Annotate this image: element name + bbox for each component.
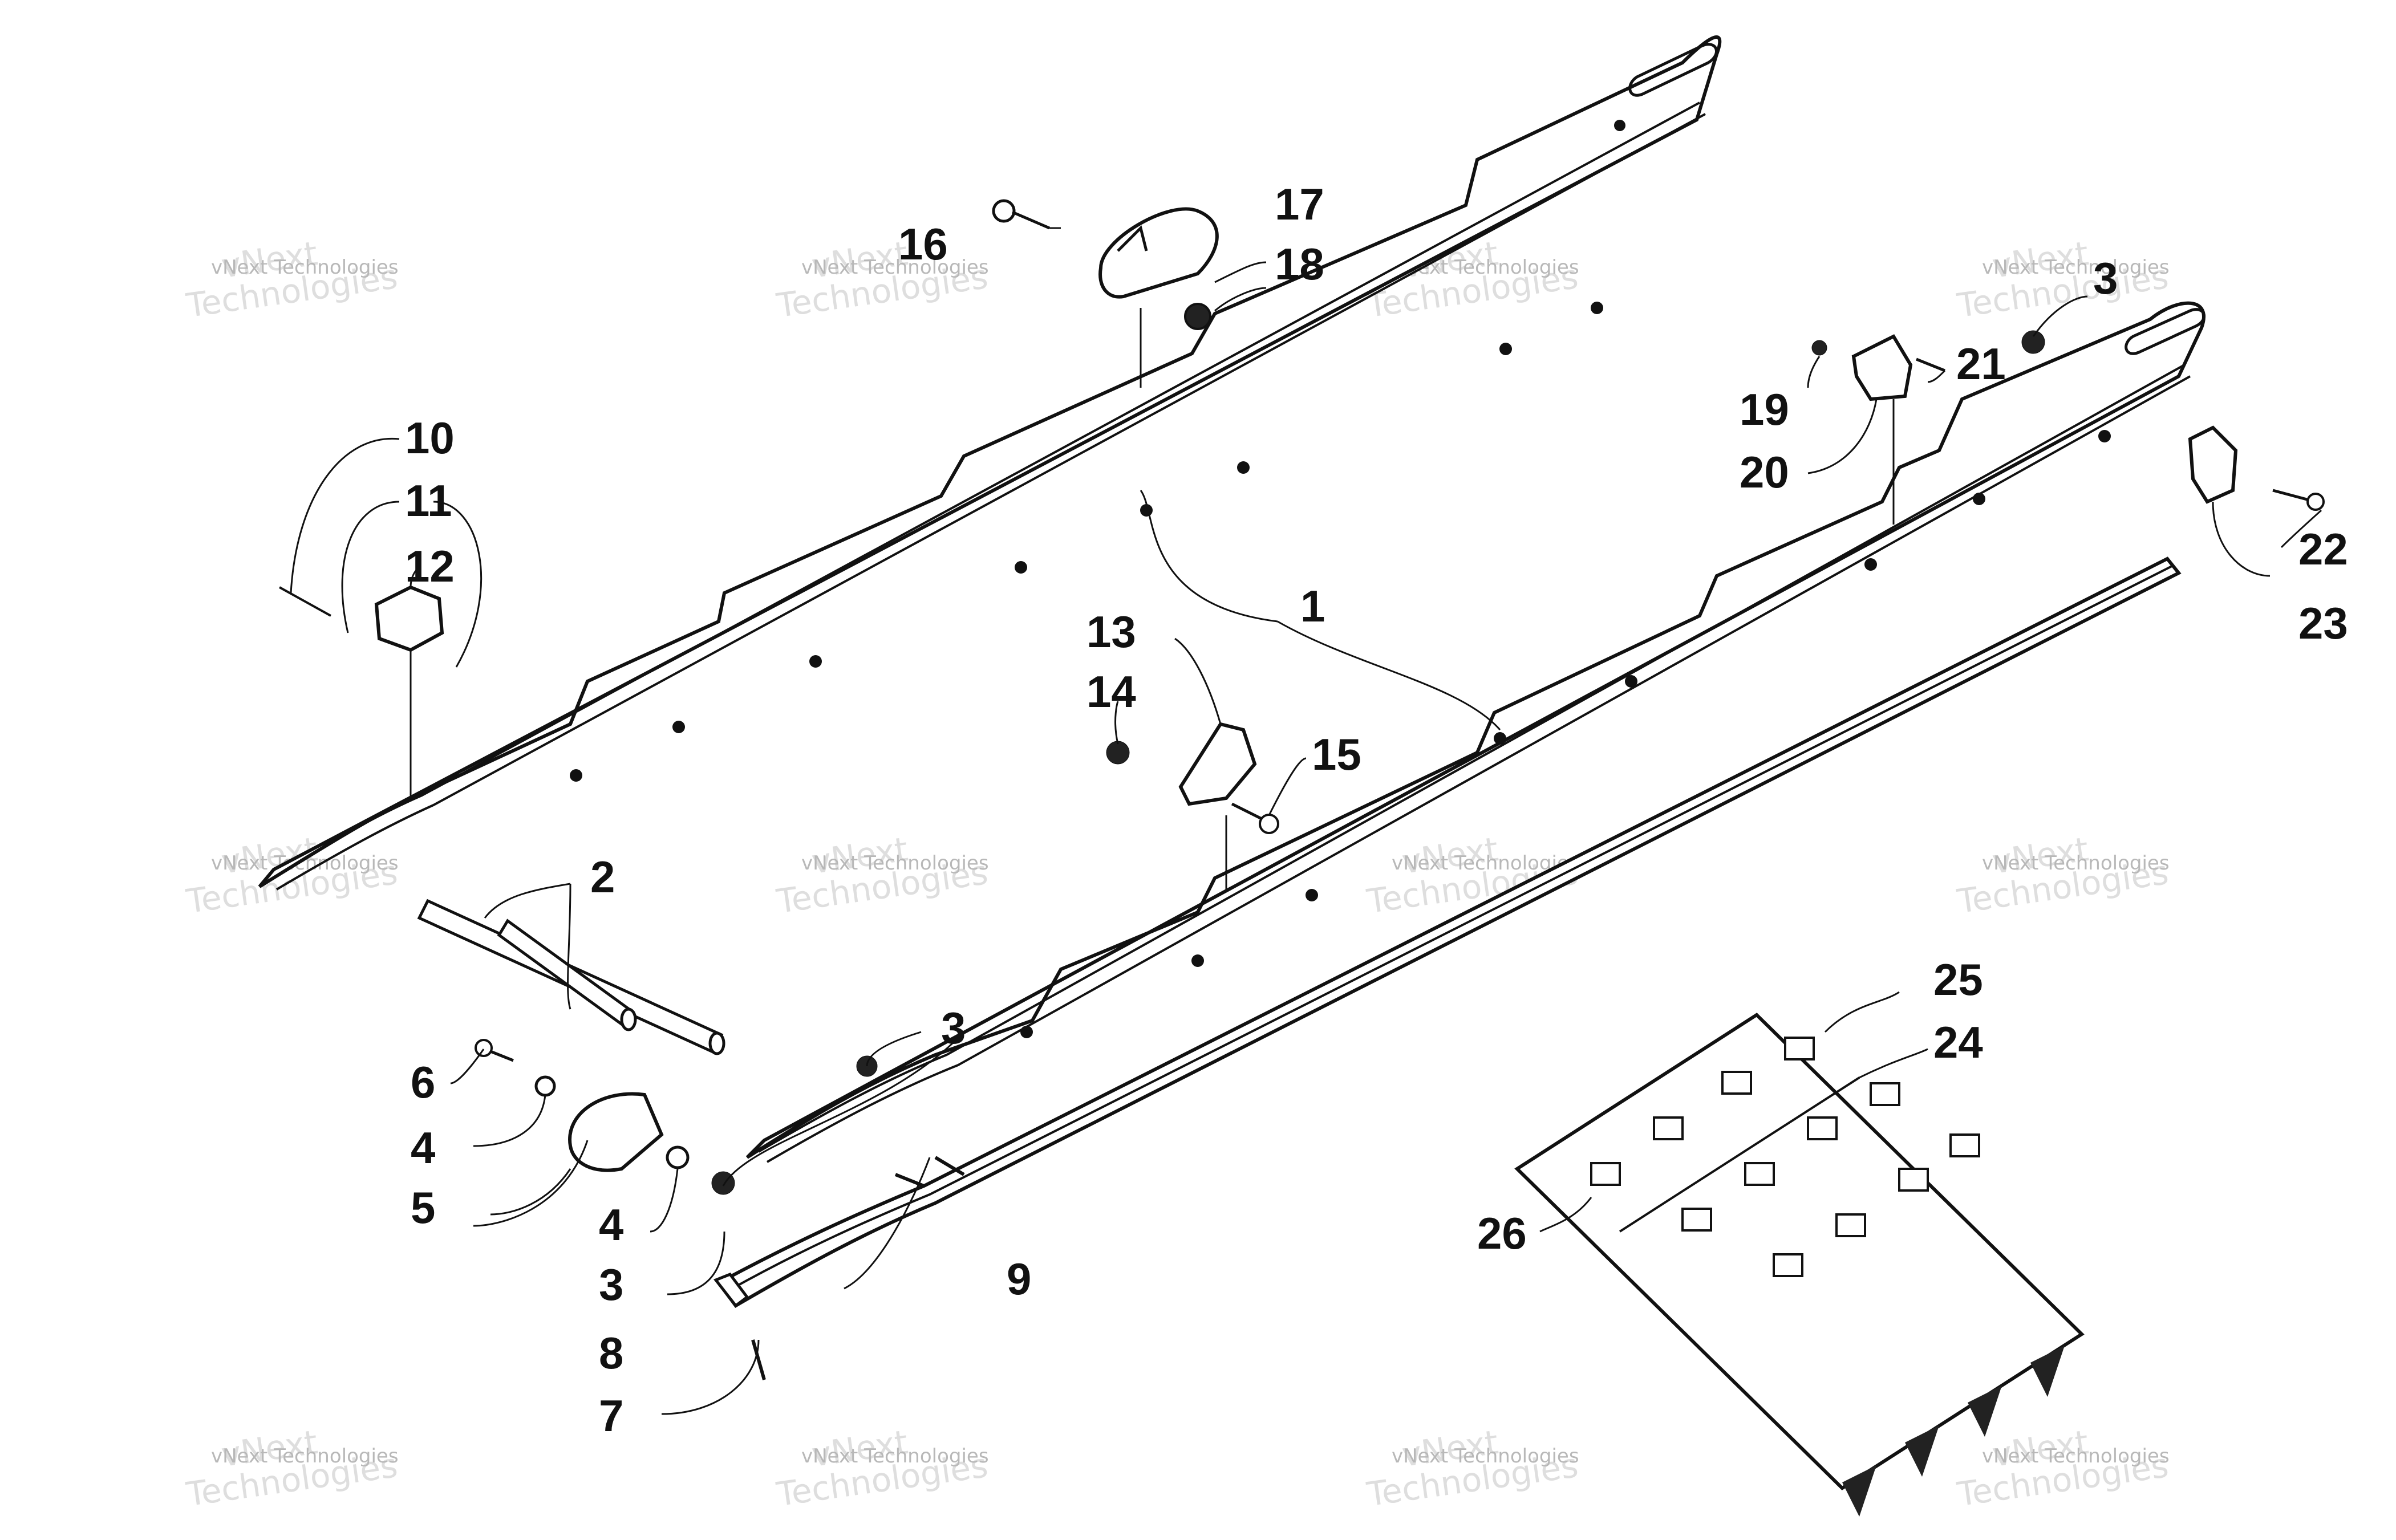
track-lugs: [1590, 1037, 1980, 1277]
bolt-22: [2272, 489, 2325, 511]
callout-15: 15: [1312, 729, 1361, 779]
callout-4: 4: [411, 1123, 435, 1173]
bolt-16: [992, 199, 1050, 230]
callout-3: 3: [599, 1259, 623, 1310]
svg-text:vNext Technologies: vNext Technologies: [1392, 1445, 1579, 1468]
svg-text:vNext Technologies: vNext Technologies: [1982, 1445, 2170, 1468]
svg-text:vNext Technologies: vNext Technologies: [211, 1445, 399, 1468]
rail-holes: [1020, 430, 2111, 1038]
svg-text:vNext Technologies: vNext Technologies: [211, 256, 399, 279]
watermark: Technologies vNext vNext Technologies: [1364, 1423, 1580, 1514]
screw-7: [751, 1339, 766, 1380]
pin-10: [279, 586, 331, 617]
nut-14: [1106, 741, 1130, 765]
callout-19: 19: [1740, 384, 1789, 434]
callout-20: 20: [1740, 447, 1789, 497]
callout-5: 5: [411, 1183, 435, 1233]
bumper-12: [374, 585, 444, 652]
svg-text:vNext Technologies: vNext Technologies: [1982, 852, 2170, 875]
right-rail: [745, 301, 2206, 1163]
left-rail: [258, 35, 1722, 891]
callout-22: 22: [2298, 524, 2348, 574]
nut-19: [1811, 340, 1827, 356]
watermark: Technologies vNext vNext Technologies: [774, 234, 990, 325]
callout-11: 11: [405, 476, 452, 526]
bracket-13: [1178, 722, 1257, 806]
cross-shafts: [417, 899, 725, 1055]
callout-1: 1: [1300, 581, 1325, 631]
watermark: Technologies vNext vNext Technologies: [1955, 1423, 2171, 1514]
callout-7: 7: [599, 1391, 623, 1441]
callout-3: 3: [941, 1003, 966, 1053]
washer-4b: [666, 1145, 690, 1169]
bumper-block-17: [1098, 207, 1219, 299]
watermark: Technologies vNext vNext Technologies: [774, 830, 990, 921]
callout-2: 2: [590, 852, 615, 902]
callout-21: 21: [1956, 339, 2006, 389]
stopper-5: [568, 1092, 664, 1172]
callout-24: 24: [1933, 1017, 1983, 1067]
leader-lines: [290, 227, 2322, 1415]
bolt-6: [475, 1039, 514, 1062]
watermark: Technologies vNext vNext Technologies: [184, 234, 400, 325]
bumper-block-20: [1851, 334, 1913, 401]
svg-text:vNext Technologies: vNext Technologies: [1982, 256, 2170, 279]
washer-3: [2021, 330, 2045, 354]
track-cleats: [1842, 1346, 2065, 1517]
watermark: Technologies vNext vNext Technologies: [184, 1423, 400, 1514]
watermark: Technologies vNext vNext Technologies: [184, 830, 400, 921]
bracket-23: [2188, 425, 2238, 504]
track-belt: [1514, 1013, 2085, 1517]
bolt-21: [1916, 357, 1945, 372]
callout-16: 16: [898, 219, 948, 269]
slide-runner: [713, 556, 2182, 1308]
callout-14: 14: [1086, 667, 1136, 717]
callout-17: 17: [1275, 179, 1324, 229]
washer-4a: [534, 1075, 556, 1097]
svg-text:vNext Technologies: vNext Technologies: [801, 852, 989, 875]
callout-10: 10: [405, 413, 455, 463]
svg-text:vNext Technologies: vNext Technologies: [801, 1445, 989, 1468]
callout-18: 18: [1275, 239, 1324, 289]
watermark: Technologies vNext vNext Technologies: [774, 1423, 990, 1514]
nut-18: [1184, 303, 1211, 330]
bolt-15: [1231, 802, 1279, 834]
callout-12: 12: [405, 541, 455, 591]
callout-3: 3: [2093, 253, 2118, 303]
rail-holes: [570, 120, 1625, 782]
callout-13: 13: [1086, 607, 1136, 657]
callout-26: 26: [1477, 1208, 1527, 1258]
callout-9: 9: [1007, 1254, 1031, 1304]
callout-4: 4: [599, 1200, 623, 1250]
callout-6: 6: [411, 1057, 435, 1107]
watermark: Technologies vNext vNext Technologies: [1955, 234, 2171, 325]
svg-text:vNext Technologies: vNext Technologies: [801, 256, 989, 279]
callout-23: 23: [2298, 598, 2348, 648]
callout-8: 8: [599, 1328, 623, 1378]
watermark: Technologies vNext vNext Technologies: [1955, 830, 2171, 921]
callout-25: 25: [1933, 954, 1983, 1005]
bolt-9b: [934, 1156, 965, 1176]
callouts: 1 2 3 3 3 4 4 5 6 7 8 9 10 11 12 13 14 1…: [405, 179, 2348, 1441]
